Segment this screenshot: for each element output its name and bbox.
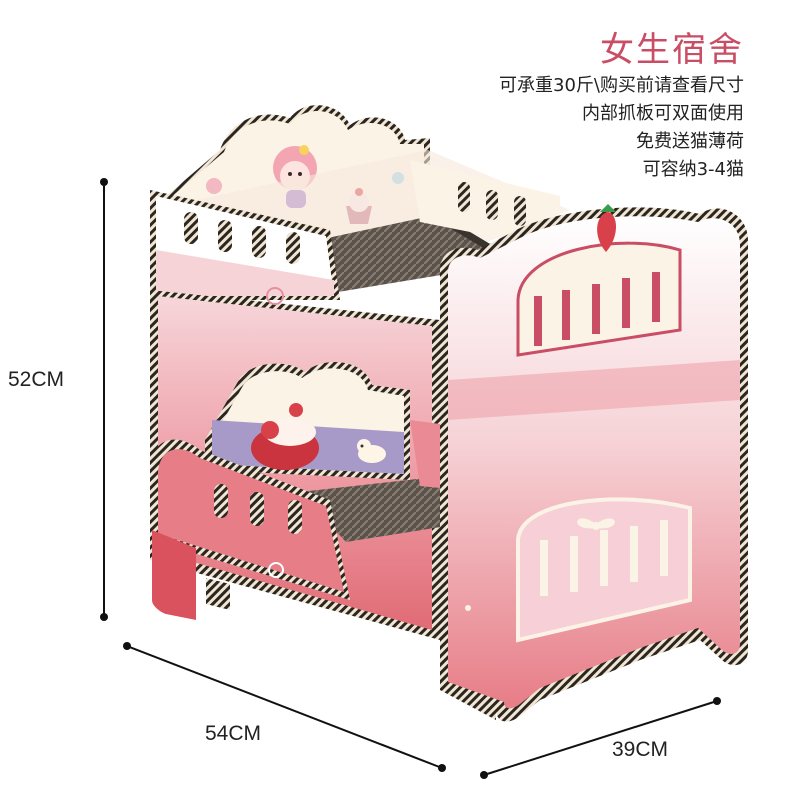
left-bottom-rail xyxy=(150,439,350,600)
height-dimension-line xyxy=(100,178,108,621)
feature-list: 可承重30斤\购买前请查看尺寸 内部抓板可双面使用 免费送猫薄荷 可容纳3-4猫 xyxy=(499,72,744,184)
depth-label: 39CM xyxy=(612,738,669,761)
swirl-decoration xyxy=(266,287,284,305)
width-label: 54CM xyxy=(205,722,262,745)
feature-double-sided-scratcher: 内部抓板可双面使用 xyxy=(582,103,744,124)
back-headboard-bottom xyxy=(205,362,410,480)
feature-load-capacity: 可承重30斤\购买前请查看尺寸 xyxy=(499,75,744,96)
feature-capacity: 可容纳3-4猫 xyxy=(642,159,744,180)
height-label: 52CM xyxy=(8,368,65,391)
width-dimension-line xyxy=(123,642,446,772)
front-end-board xyxy=(440,204,748,722)
left-top-rail xyxy=(150,190,340,300)
depth-dimension-line xyxy=(480,697,721,779)
product-title: 女生宿舍 xyxy=(600,30,744,70)
left-front-leg xyxy=(152,530,196,620)
feature-free-catnip: 免费送猫薄荷 xyxy=(636,131,744,152)
